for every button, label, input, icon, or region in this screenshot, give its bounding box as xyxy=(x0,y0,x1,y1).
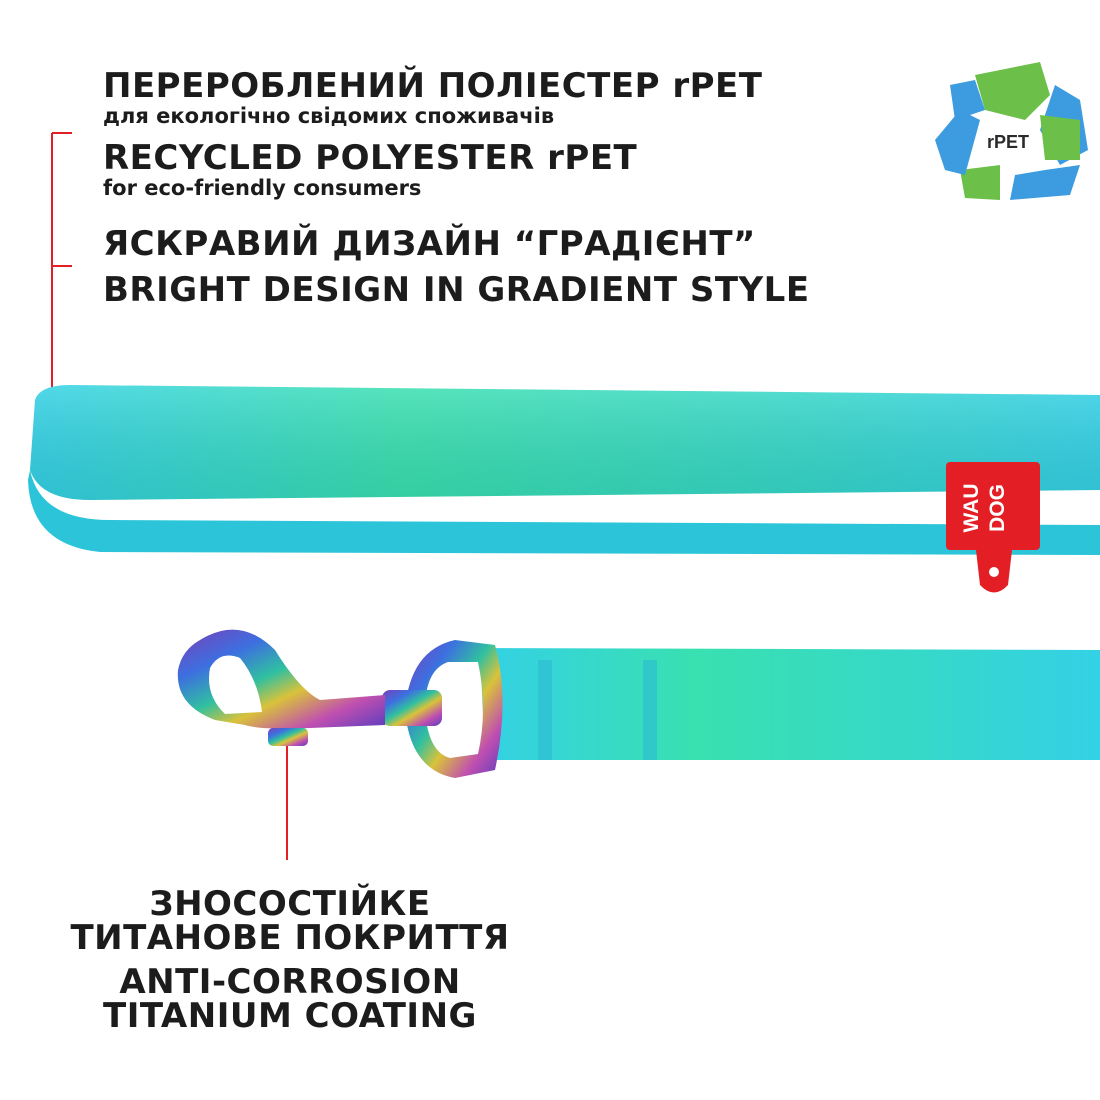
leash-handle xyxy=(28,385,1100,555)
rpet-en-title: RECYCLED POLYESTER rPET xyxy=(103,138,638,178)
brand-tag: WAU DOG xyxy=(946,462,1040,593)
rpet-en-subtitle: for eco-friendly consumers xyxy=(103,176,422,200)
coating-en-line2: TITANIUM COATING xyxy=(103,996,477,1036)
coating-ua-line1: ЗНОСОСТІЙКЕ xyxy=(149,884,431,924)
rpet-ua-title: ПЕРЕРОБЛЕНИЙ ПОЛІЕСТЕР rPET xyxy=(103,66,763,106)
rpet-ua-subtitle: для екологічно свідомих споживачів xyxy=(103,104,555,128)
recycle-icon: rPET xyxy=(935,62,1088,200)
brand-tag-line1: WAU xyxy=(960,484,983,533)
coating-ua-line2: ТИТАНОВЕ ПОКРИТТЯ xyxy=(70,918,510,958)
leash-lower xyxy=(480,648,1100,760)
design-en-title: BRIGHT DESIGN IN GRADIENT STYLE xyxy=(103,270,810,310)
snap-hook xyxy=(177,629,503,778)
brand-tag-line2: DOG xyxy=(986,484,1009,532)
design-ua-title: ЯСКРАВИЙ ДИЗАЙН “ГРАДІЄНТ” xyxy=(103,224,756,264)
coating-en-line1: ANTI-CORROSION xyxy=(119,962,461,1002)
rpet-badge-label: rPET xyxy=(987,132,1029,152)
